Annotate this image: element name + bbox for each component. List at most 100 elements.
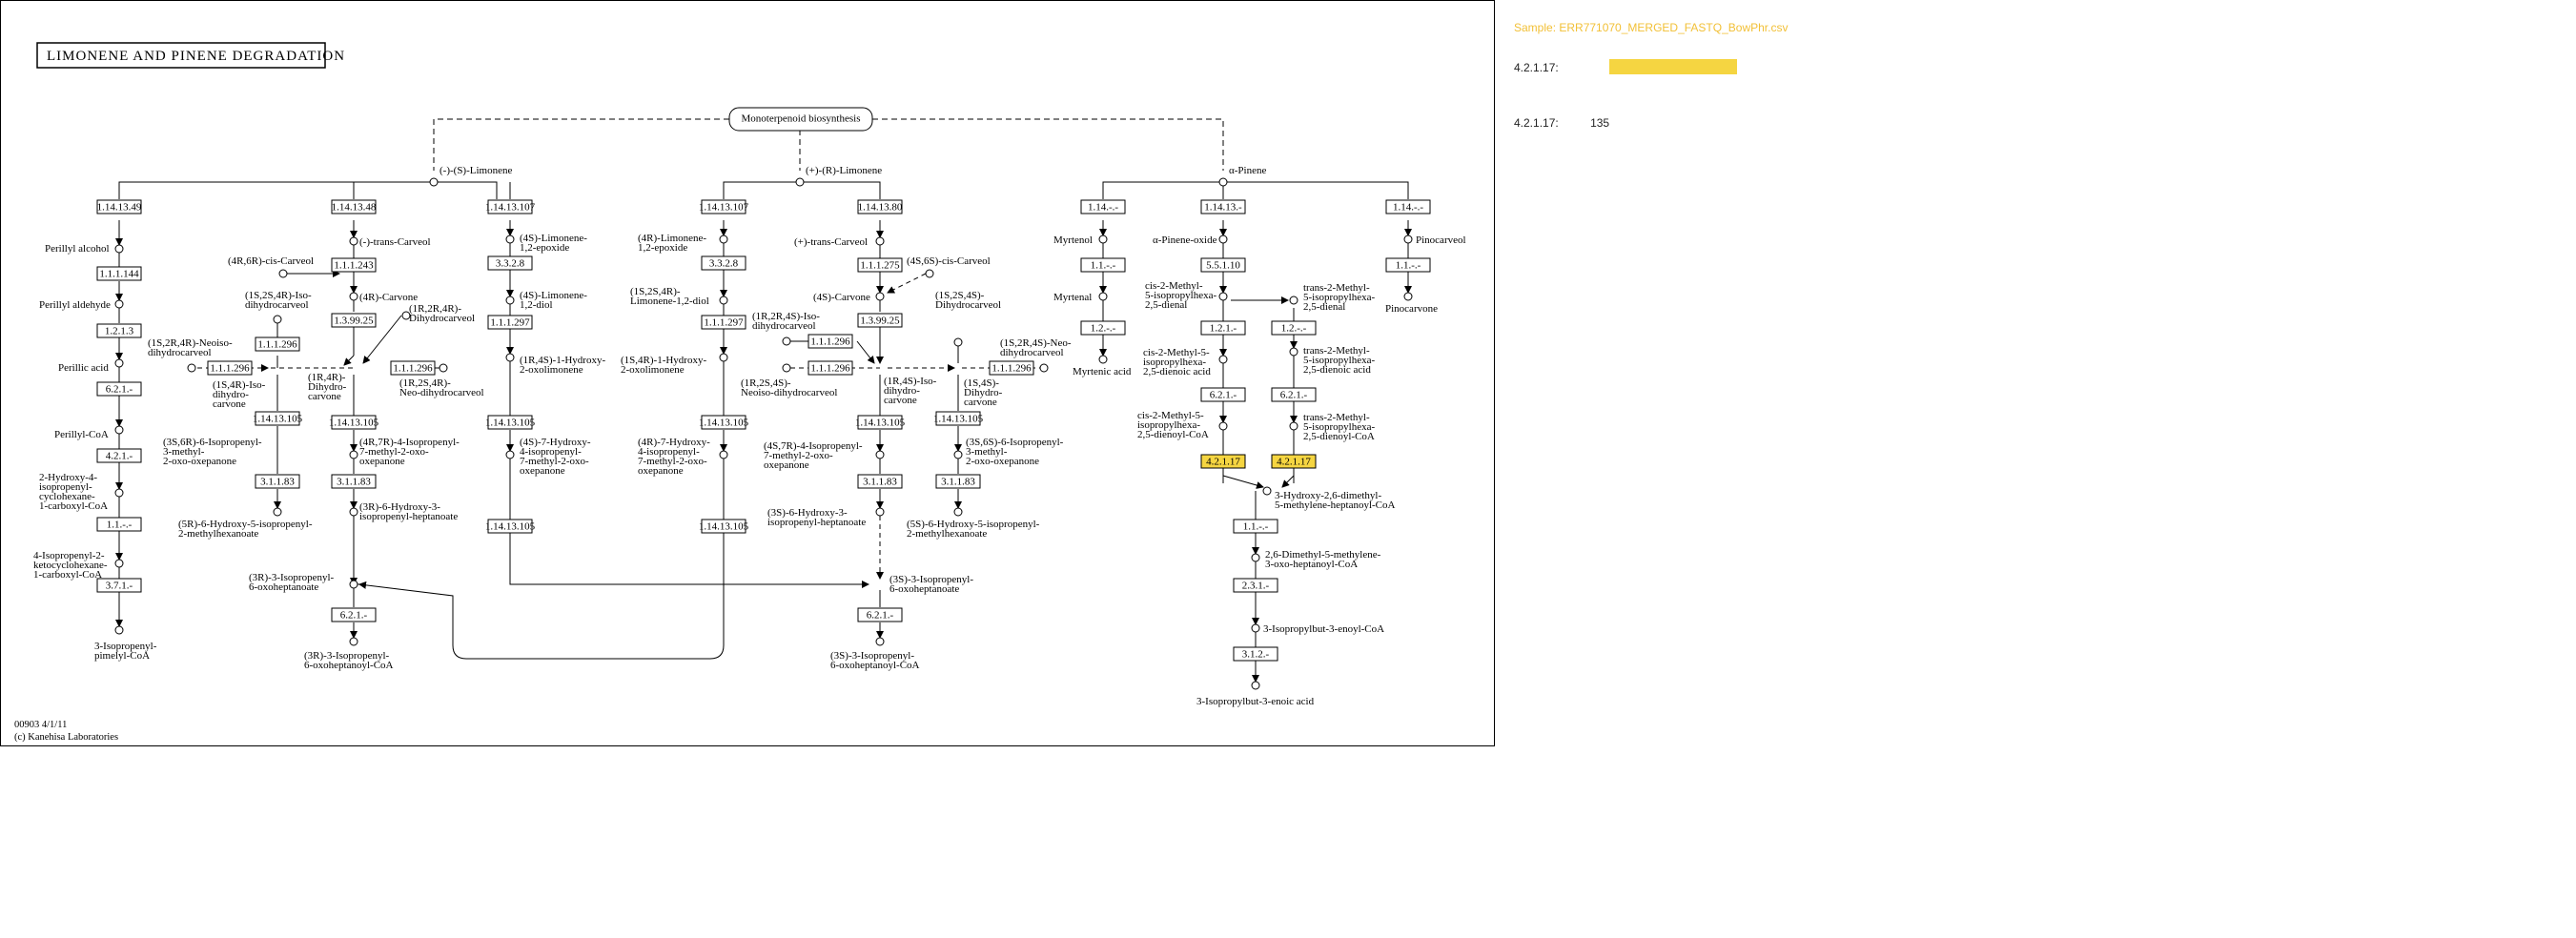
- enzyme-rect: [1200, 199, 1246, 214]
- compound-isodhcarvone-1r4s-1: (1R,4S)-Iso-: [884, 376, 937, 387]
- map-link-monoterpenoid[interactable]: [728, 107, 873, 132]
- compound-myrtenal: Myrtenal: [1053, 292, 1092, 303]
- compound-neoisodhc-1r2s4s-2: Neoiso-dihydrocarveol: [741, 387, 837, 398]
- enzyme-rect: [96, 448, 142, 463]
- enzyme-box-e24[interactable]: 1.14.13.107: [699, 199, 749, 214]
- enzyme-box-e39[interactable]: 6.2.1.-: [857, 607, 903, 622]
- compound-oxep-4r7r-3: oxepanone: [359, 456, 405, 467]
- enzyme-box-e34[interactable]: 1.1.1.296: [989, 360, 1034, 376]
- enzyme-box-e15[interactable]: 1.14.13.105: [253, 411, 303, 426]
- enzyme-box-e44[interactable]: 5.5.1.10: [1200, 257, 1246, 273]
- enzyme-label: 1.1.1.275: [860, 260, 900, 272]
- compound-myrtenic-acid: Myrtenic acid: [1073, 366, 1132, 377]
- enzyme-box-e6[interactable]: 1.1.-.-: [96, 517, 142, 532]
- enzyme-box-e11[interactable]: 1.1.1.296: [255, 336, 300, 352]
- enzyme-rect: [1080, 320, 1126, 336]
- enzyme-box-e45[interactable]: 1.2.1.-: [1200, 320, 1246, 336]
- enzyme-box-e12[interactable]: 1.1.1.296: [207, 360, 253, 376]
- enzyme-rect: [1233, 578, 1278, 593]
- enzyme-box-e21[interactable]: 1.1.1.297: [487, 315, 533, 330]
- enzyme-box-e49[interactable]: 6.2.1.-: [1271, 387, 1317, 402]
- enzyme-rect: [935, 474, 981, 489]
- enzyme-box-e13[interactable]: 1.1.1.296: [390, 360, 436, 376]
- enzyme-label: 1.1.-.-: [1091, 260, 1116, 272]
- enzyme-box-e3[interactable]: 1.2.1.3: [96, 323, 142, 338]
- enzyme-box-e37[interactable]: 3.1.1.83: [857, 474, 903, 489]
- enzyme-box-e43[interactable]: 1.14.13.-: [1200, 199, 1246, 214]
- enzyme-box-e17[interactable]: 3.1.1.83: [331, 474, 377, 489]
- compound-oxep-3s6s-3: 2-oxo-oxepanone: [966, 456, 1039, 467]
- compound-oxoheptanoate-3s-2: 6-oxoheptanoate: [889, 583, 959, 595]
- compound-cis-dienoic-2: isopropylhexa-: [1143, 357, 1206, 368]
- enzyme-box-e42[interactable]: 1.2.-.-: [1080, 320, 1126, 336]
- enzyme-box-e46[interactable]: 6.2.1.-: [1200, 387, 1246, 402]
- enzyme-box-e55[interactable]: 3.1.2.-: [1233, 646, 1278, 662]
- enzyme-rect: [701, 415, 746, 430]
- enzyme-box-e30[interactable]: 1.1.1.275: [857, 257, 903, 273]
- compound-hydroxydimethyl-1: 3-Hydroxy-2,6-dimethyl-: [1275, 490, 1381, 501]
- enzyme-box-e1[interactable]: 1.14.13.49: [96, 199, 142, 214]
- enzyme-box-e32[interactable]: 1.1.1.296: [808, 334, 853, 349]
- enzyme-box-e54[interactable]: 2.3.1.-: [1233, 578, 1278, 593]
- enzyme-rect: [1271, 454, 1317, 469]
- enzyme-box-e8[interactable]: 1.14.13.48: [331, 199, 377, 214]
- compound-oxohept-2: 3-oxo-heptanoyl-CoA: [1265, 559, 1358, 570]
- compound-dhcarvone-1s4s-3: carvone: [964, 397, 997, 408]
- enzyme-rect: [96, 266, 142, 281]
- enzyme-box-e16[interactable]: 3.1.1.83: [255, 474, 300, 489]
- compound-dhcarvone-1r4r-1: (1R,4R)-: [308, 372, 346, 383]
- enzyme-box-e14[interactable]: 1.14.13.105: [329, 415, 379, 430]
- compound-pimelyl-1: 3-Isopropenyl-: [94, 641, 157, 652]
- compound-cis-carveol-4r6r: (4R,6R)-cis-Carveol: [228, 255, 314, 267]
- compound-hept-3r-2: isopropenyl-heptanoate: [359, 511, 458, 522]
- compound-nodes: [114, 177, 1413, 690]
- enzyme-rect: [331, 474, 377, 489]
- enzyme-box-e36[interactable]: 1.14.13.105: [933, 411, 984, 426]
- enzyme-box-e47[interactable]: 4.2.1.17: [1200, 454, 1246, 469]
- compound-isodhcarvone-1r4s-2: dihydro-: [884, 385, 920, 397]
- enzyme-box-e25[interactable]: 3.3.2.8: [701, 255, 746, 271]
- compound-oxep-4r7r-1: (4R,7R)-4-Isopropenyl-: [359, 437, 460, 448]
- enzyme-box-e51[interactable]: 1.14.-.-: [1385, 199, 1431, 214]
- enzyme-rect: [1080, 199, 1126, 214]
- enzyme-box-e31[interactable]: 1.3.99.25: [857, 313, 903, 328]
- enzyme-box-e4[interactable]: 6.2.1.-: [96, 381, 142, 397]
- enzyme-box-e18[interactable]: 6.2.1.-: [331, 607, 377, 622]
- compound-trans-dienal-1: trans-2-Methyl-: [1303, 282, 1370, 294]
- enzyme-box-e28[interactable]: 1.14.13.105: [699, 519, 749, 534]
- reaction-edges: [115, 118, 1412, 683]
- compound-oxoheptcoa-3s-2: 6-oxoheptanoyl-CoA: [830, 660, 920, 671]
- enzyme-box-e48[interactable]: 1.2.-.-: [1271, 320, 1317, 336]
- enzyme-box-e40[interactable]: 1.14.-.-: [1080, 199, 1126, 214]
- enzyme-box-e41[interactable]: 1.1.-.-: [1080, 257, 1126, 273]
- enzyme-box-e33[interactable]: 1.1.1.296: [808, 360, 853, 376]
- enzyme-box-e35[interactable]: 1.14.13.105: [855, 415, 906, 430]
- enzyme-box-e53[interactable]: 1.1.-.-: [1233, 519, 1278, 534]
- enzyme-box-e19[interactable]: 1.14.13.107: [485, 199, 536, 214]
- enzyme-box-e2[interactable]: 1.1.1.144: [96, 266, 142, 281]
- enzyme-box-e9[interactable]: 1.1.1.243: [331, 257, 377, 273]
- enzyme-box-e50[interactable]: 4.2.1.17: [1271, 454, 1317, 469]
- compound-isodhc-1s2s4r-2: dihydrocarveol: [245, 299, 309, 311]
- enzyme-box-e26[interactable]: 1.1.1.297: [701, 315, 746, 330]
- enzyme-label: 3.1.1.83: [941, 477, 975, 488]
- enzyme-box-e23[interactable]: 1.14.13.105: [485, 519, 536, 534]
- enzyme-box-e52[interactable]: 1.1.-.-: [1385, 257, 1431, 273]
- compound-limonene-r: (+)-(R)-Limonene: [806, 165, 882, 176]
- enzyme-box-e20[interactable]: 3.3.2.8: [487, 255, 533, 271]
- enzyme-box-e27[interactable]: 1.14.13.105: [699, 415, 749, 430]
- enzyme-rect: [701, 199, 746, 214]
- enzyme-box-e22[interactable]: 1.14.13.105: [485, 415, 536, 430]
- enzyme-label: 1.1.1.296: [810, 363, 850, 375]
- enzyme-box-e5[interactable]: 4.2.1.-: [96, 448, 142, 463]
- compound-neoiso-1s2r4r-2: dihydrocarveol: [148, 347, 212, 358]
- compound-dhc-1s2s4s-1: (1S,2S,4S)-: [935, 290, 985, 301]
- compound-hydroxy-isopropenyl-4: 1-carboxyl-CoA: [39, 500, 108, 512]
- enzyme-box-e10[interactable]: 1.3.99.25: [331, 313, 377, 328]
- compound-myrtenol: Myrtenol: [1053, 234, 1093, 246]
- enzyme-box-e29[interactable]: 1.14.13.80: [857, 199, 903, 214]
- enzyme-box-e7[interactable]: 3.7.1.-: [96, 578, 142, 593]
- enzyme-box-e38[interactable]: 3.1.1.83: [935, 474, 981, 489]
- enzyme-label: 3.1.1.83: [863, 477, 897, 488]
- compound-hydroxydimethyl-2: 5-methylene-heptanoyl-CoA: [1275, 500, 1396, 511]
